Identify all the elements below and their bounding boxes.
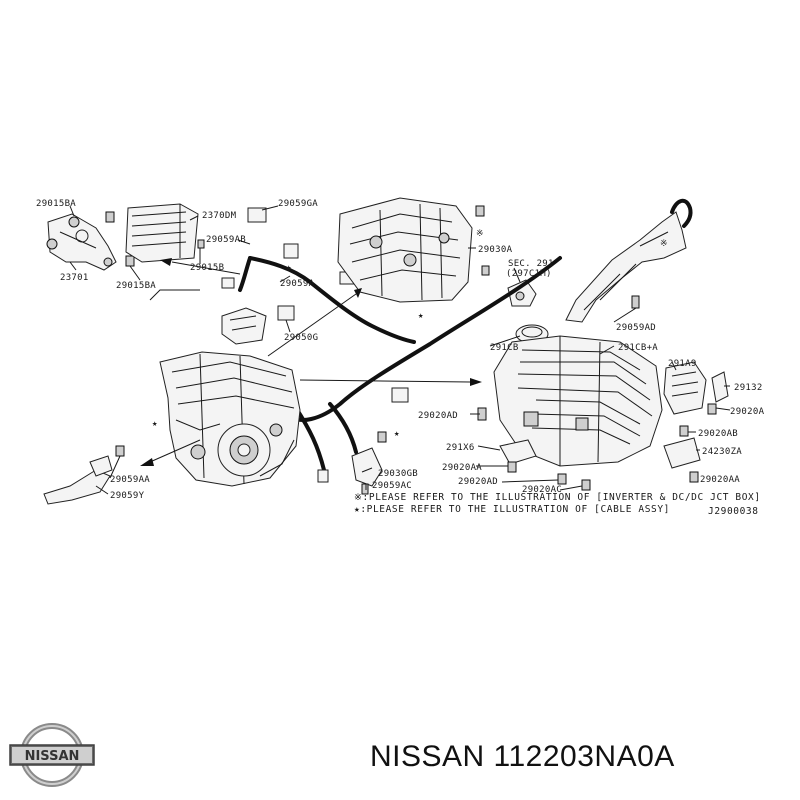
callout-29015ba-top: 29015BA xyxy=(36,199,76,209)
cable-bracket-29059ad xyxy=(565,198,693,323)
callout-29020a: 29020A xyxy=(730,407,765,417)
bracket-291x6 xyxy=(499,439,537,465)
cover-291a9 xyxy=(663,361,707,415)
svg-text:★: ★ xyxy=(394,429,400,439)
bracket-29132 xyxy=(711,371,729,403)
callout-29020aa-left: 29020AA xyxy=(442,463,482,473)
svg-text:★: ★ xyxy=(152,419,158,429)
inverter-assembly xyxy=(493,335,663,467)
callout-29020ab: 29020AB xyxy=(698,429,738,439)
engine-mount-bracket xyxy=(46,213,117,271)
bolt-29020ac xyxy=(581,479,591,491)
callout-291a9: 291A9 xyxy=(668,359,697,369)
bolt-29020ab xyxy=(679,425,689,437)
callout-29020ad: 29020AD xyxy=(418,411,458,421)
note-markers: ★ ★ ★ ★ ※ ※ xyxy=(152,229,668,439)
callout-29020ad-bottom: 29020AD xyxy=(458,477,498,487)
bolt-29020aa-l xyxy=(507,461,517,473)
harness-branch-left xyxy=(238,256,252,292)
bolt-29020ad-b xyxy=(557,473,567,485)
harness-loop-top xyxy=(248,256,416,344)
callout-29132: 29132 xyxy=(734,383,763,393)
svg-text:※: ※ xyxy=(476,229,484,239)
callout-29020ac: 29020AC xyxy=(522,485,562,495)
module-bolt xyxy=(197,239,205,249)
callout-291cb: 291CB xyxy=(490,343,519,353)
direction-arrows xyxy=(140,258,482,466)
bolt-29020a xyxy=(707,403,717,415)
callout-23700m: 2370DM xyxy=(202,211,237,221)
callout-29059y: 29059Y xyxy=(110,491,145,501)
bolt-29059aa xyxy=(115,445,125,457)
callout-291x6: 291X6 xyxy=(446,443,475,453)
svg-text:NISSAN: NISSAN xyxy=(25,749,80,764)
callout-sec-291-sub: (297C1M) xyxy=(506,269,552,279)
callout-29015ba: 29015BA xyxy=(116,281,156,291)
callout-sec-291: SEC. 291 xyxy=(508,259,554,269)
callout-291cb-a: 291CB+A xyxy=(618,343,658,353)
note-inverter: ※:PLEASE REFER TO THE ILLUSTRATION OF [I… xyxy=(354,492,761,503)
callout-24230za: 24230ZA xyxy=(702,447,742,457)
callout-29059ad: 29059AD xyxy=(616,323,656,333)
callout-23701: 23701 xyxy=(60,273,89,283)
bolt-lower xyxy=(377,431,387,443)
mount-bolt-left xyxy=(105,211,135,267)
callout-29030gb: 29030GB xyxy=(378,469,418,479)
callout-29059ab: 29059AB xyxy=(206,235,246,245)
callout-29015b: 29015B xyxy=(190,263,224,273)
connector-cluster-top xyxy=(221,207,355,321)
bolt-29059ac xyxy=(361,483,369,495)
callout-29059a: 29059A xyxy=(280,279,315,289)
bracket-29030gb xyxy=(351,447,383,487)
motor-block-upper xyxy=(337,197,473,303)
svg-text:★: ★ xyxy=(286,263,292,273)
control-module xyxy=(125,203,199,263)
bracket-24230za xyxy=(663,437,701,469)
callout-29020aa-right: 29020AA xyxy=(700,475,740,485)
callout-29059aa: 29059AA xyxy=(110,475,150,485)
harness-bracket-29050g xyxy=(221,307,267,345)
mount-bracket-29059y xyxy=(43,455,113,505)
callout-29050g: 29050G xyxy=(284,333,318,343)
svg-text:★: ★ xyxy=(418,311,424,321)
callout-29030a: 29030A xyxy=(478,245,513,255)
bolt-29020aa-r xyxy=(689,471,699,483)
figure-code: J2900038 xyxy=(708,506,759,517)
part-number-title: NISSAN 112203NA0A xyxy=(370,740,675,773)
block-bolt xyxy=(475,205,485,217)
note-cable-assy: ★:PLEASE REFER TO THE ILLUSTRATION OF [C… xyxy=(354,504,670,515)
sensor-297c1m xyxy=(507,279,537,307)
svg-text:※: ※ xyxy=(660,239,668,249)
callout-29059ga: 29059GA xyxy=(278,199,318,209)
leader-lines xyxy=(69,205,731,495)
callout-29059ac: 29059AC xyxy=(372,481,412,491)
main-harness-cable xyxy=(288,256,562,422)
motor-transaxle-assembly xyxy=(159,351,301,487)
block-bolt-2 xyxy=(481,265,490,276)
bracket-bolt-29059ad xyxy=(631,295,640,309)
nissan-logo: NISSAN xyxy=(8,722,96,788)
